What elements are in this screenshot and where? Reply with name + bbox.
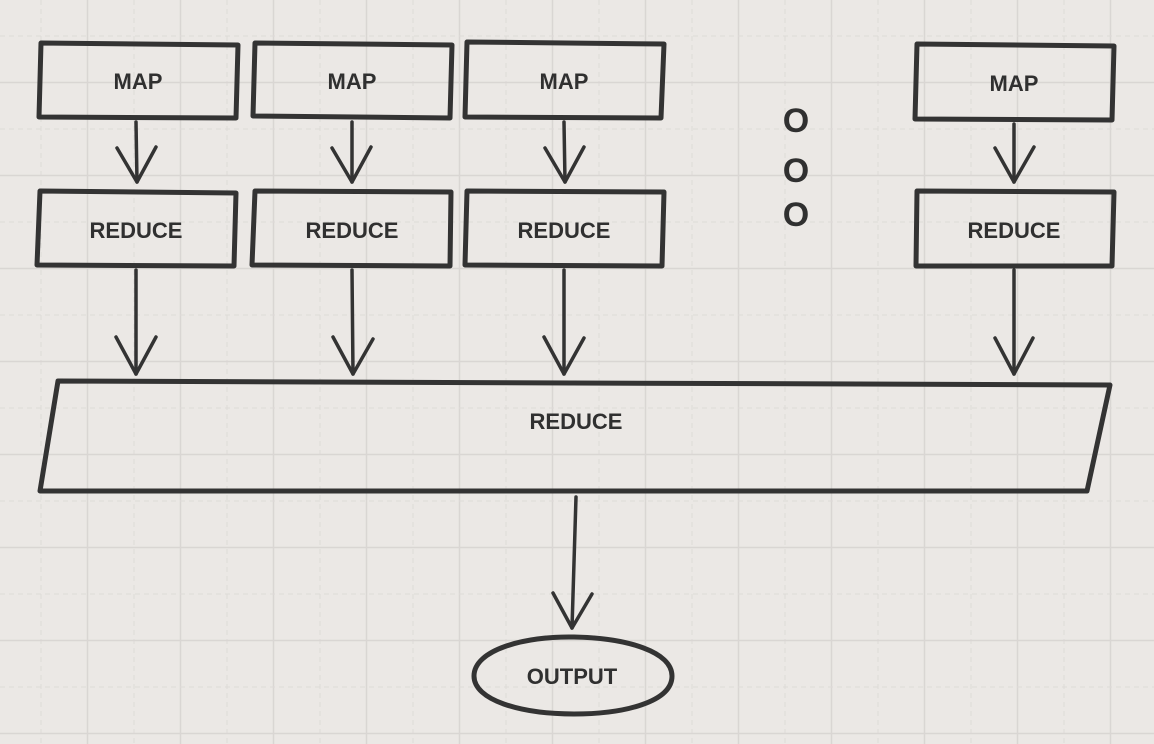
arrow-reduce-to-final-2 <box>331 268 375 376</box>
final-reduce-label: REDUCE <box>530 409 623 434</box>
map-label-n: MAP <box>990 71 1039 96</box>
reduce-label-2: REDUCE <box>306 218 399 243</box>
reduce-box-1 <box>34 188 239 269</box>
arrow-map-to-reduce-n <box>993 122 1036 184</box>
pipeline-column-3: MAP REDUCE <box>462 39 667 376</box>
map-label-3: MAP <box>540 69 589 94</box>
map-box-3 <box>462 39 667 121</box>
arrow-map-to-reduce-1 <box>115 120 158 184</box>
map-box-2 <box>250 40 455 121</box>
map-label-2: MAP <box>328 69 377 94</box>
final-reduce-stage: REDUCE <box>37 378 1113 630</box>
arrow-reduce-to-final-3 <box>542 268 586 376</box>
map-label-1: MAP <box>114 69 163 94</box>
ellipsis-marks: O O O <box>783 102 809 234</box>
reduce-box-3 <box>462 188 667 269</box>
map-box-1 <box>36 40 241 121</box>
reduce-label-1: REDUCE <box>90 218 183 243</box>
arrow-reduce-to-final-n <box>993 268 1035 376</box>
pipeline-column-1: MAP REDUCE <box>34 40 241 376</box>
final-reduce-box <box>37 378 1113 494</box>
reduce-box-n <box>913 188 1117 269</box>
reduce-label-3: REDUCE <box>518 218 611 243</box>
output-ellipse <box>471 634 675 717</box>
reduce-label-n: REDUCE <box>968 218 1061 243</box>
map-box-n <box>912 41 1117 123</box>
reduce-box-2 <box>249 188 454 269</box>
arrow-map-to-reduce-3 <box>543 120 586 184</box>
ellipsis-mark-2: O <box>783 152 809 190</box>
ellipsis-mark-1: O <box>783 102 809 140</box>
pipeline-column-2: MAP REDUCE <box>249 40 455 376</box>
pipeline-column-n: MAP REDUCE <box>912 41 1117 376</box>
ellipsis-mark-3: O <box>783 196 809 234</box>
arrow-final-to-output <box>551 495 594 630</box>
arrow-reduce-to-final-1 <box>114 268 158 376</box>
output-label: OUTPUT <box>527 664 618 689</box>
output-stage: OUTPUT <box>471 634 675 717</box>
arrow-map-to-reduce-2 <box>330 120 373 184</box>
